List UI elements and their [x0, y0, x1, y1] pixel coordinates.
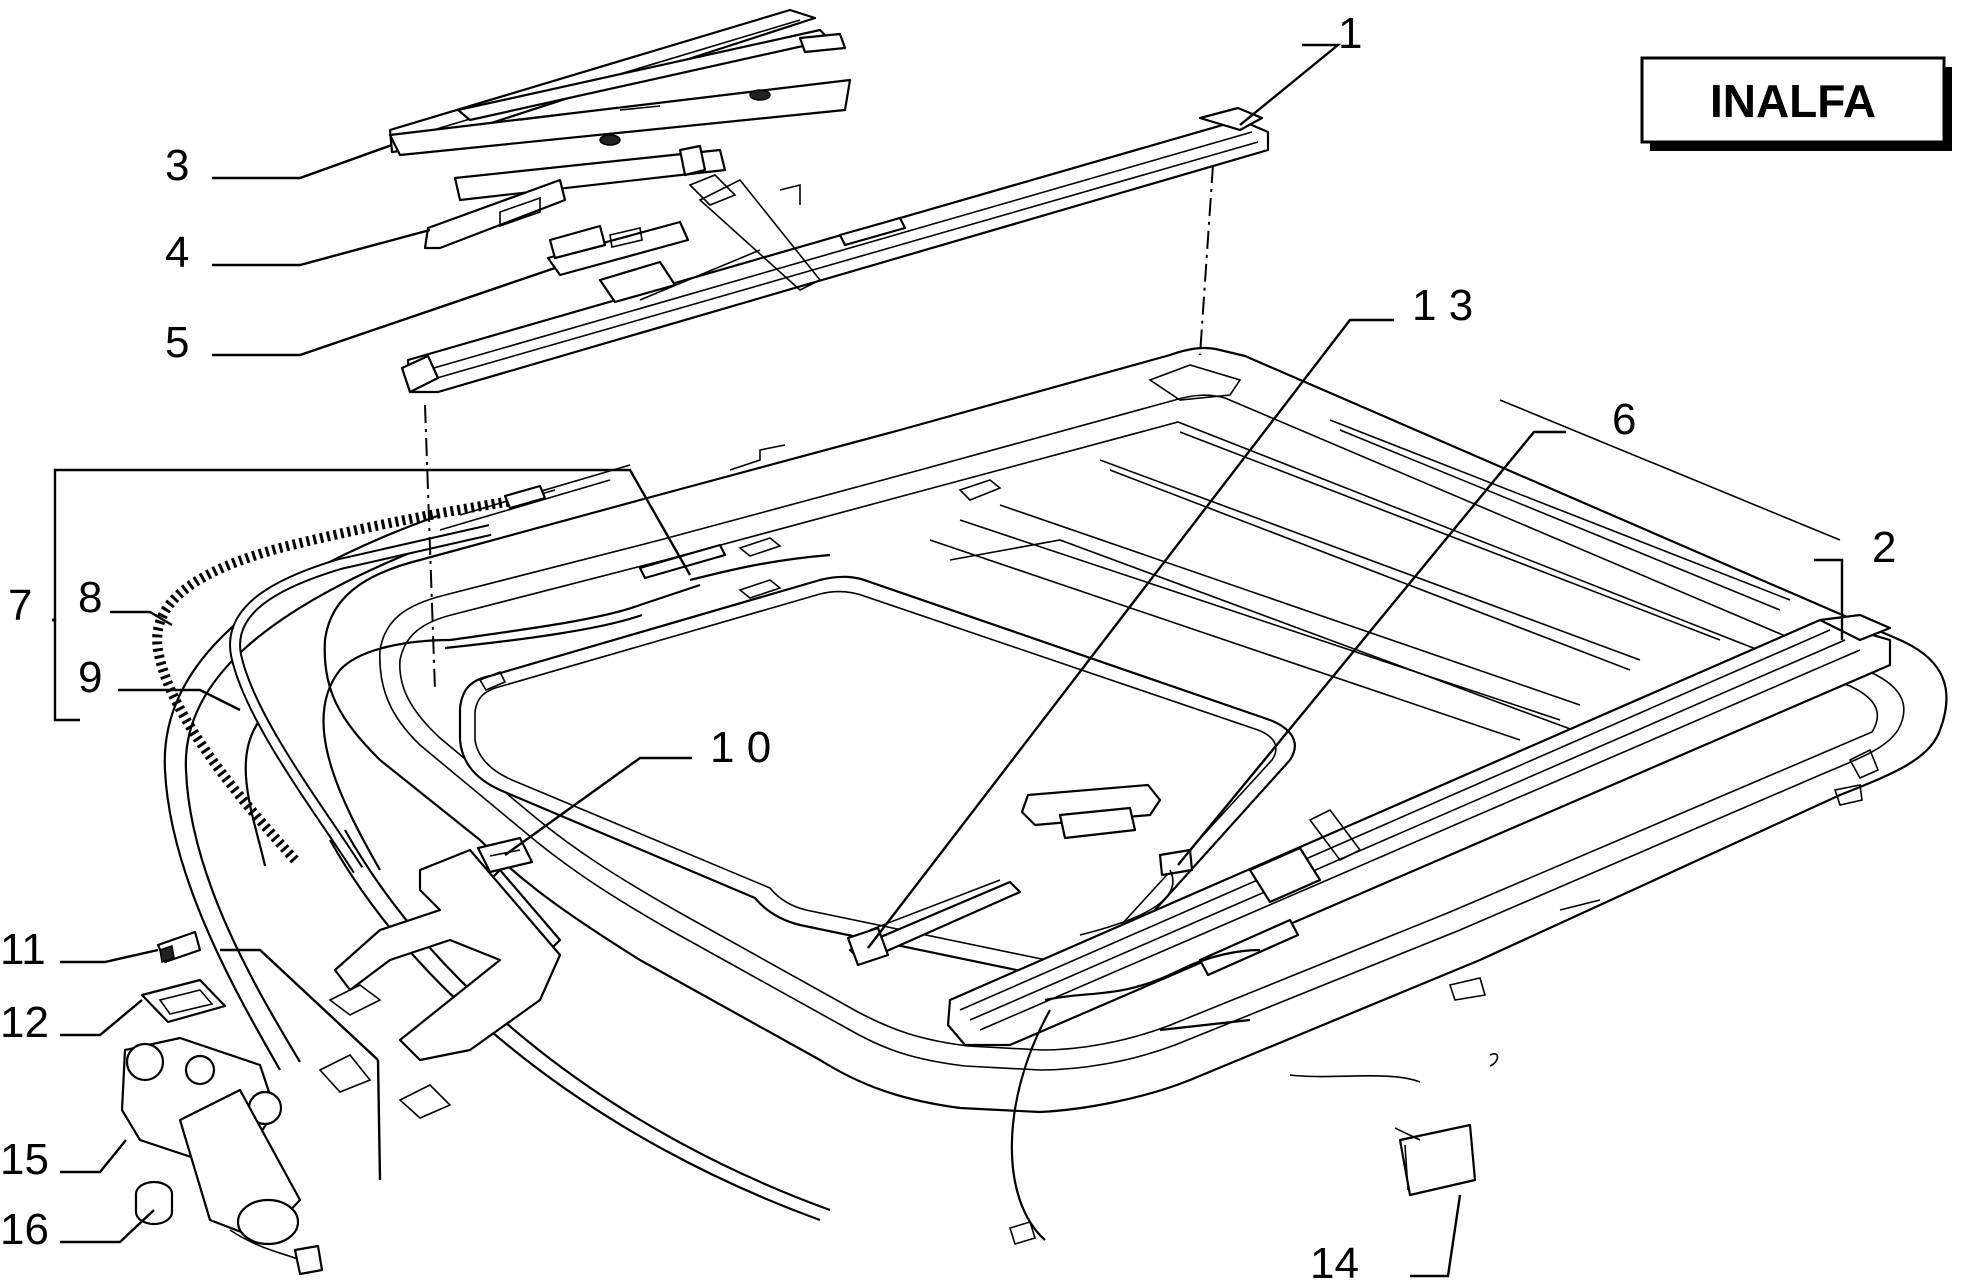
leader-lines [52, 43, 1844, 1278]
part-16-bushing [134, 1180, 174, 1226]
callout-12: 12 [0, 998, 49, 1047]
brand-box: INALFA [1640, 56, 1952, 151]
roof-frame [323, 346, 1948, 1245]
part-9-guide-tube [229, 524, 492, 874]
callout-7: 7 [8, 581, 32, 630]
callout-11: 11 [0, 925, 46, 974]
callout-14: 14 [1310, 1239, 1359, 1283]
callout-4: 4 [165, 228, 189, 277]
callout-8: 8 [78, 573, 102, 622]
drive-cables [163, 464, 1261, 1241]
callout-labels: 1 2 3 4 5 6 7 8 9 1 0 11 12 1 3 14 15 16 [0, 9, 1896, 1283]
part-11-cap [156, 930, 202, 964]
part-14-cover [1394, 1123, 1477, 1197]
part-12-holder [140, 978, 227, 1024]
alignment-lines [424, 164, 1214, 691]
part-13-lever [846, 879, 1022, 967]
callout-15: 15 [0, 1135, 49, 1184]
mounting-brackets [318, 848, 562, 1119]
part-1-rear-rail [400, 106, 1270, 394]
part-3-deflector [388, 8, 852, 157]
part-4-bracket [423, 144, 727, 250]
part-2-side-rail [946, 613, 1892, 1047]
callout-1: 1 [1338, 9, 1362, 58]
callout-5: 5 [165, 318, 189, 367]
part-6-latch [1020, 783, 1194, 936]
callout-6: 6 [1612, 395, 1636, 444]
callout-2: 2 [1872, 523, 1896, 572]
part-5-slide-block [546, 220, 690, 277]
part-8-spiral-cable [152, 484, 556, 864]
callout-13: 1 3 [1412, 281, 1473, 330]
callout-9: 9 [78, 653, 102, 702]
callout-10: 1 0 [710, 723, 771, 772]
callout-16: 16 [0, 1205, 49, 1254]
brand-label: INALFA [1710, 75, 1876, 127]
part-15-motor [120, 1036, 324, 1276]
callout-3: 3 [165, 141, 189, 190]
